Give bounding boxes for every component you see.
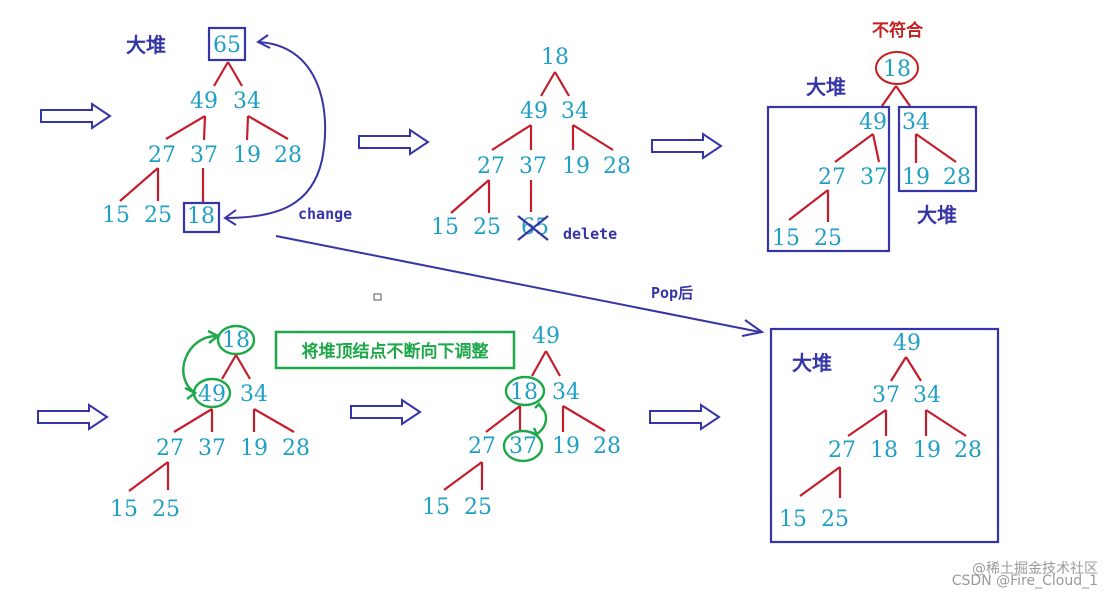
t4-node-6: 28 (282, 436, 310, 461)
hollow-arrow-4 (37, 403, 109, 431)
t1-node-0: 65 (213, 33, 241, 58)
t2-node-4: 37 (519, 154, 547, 179)
hollow-arrow-3 (651, 132, 723, 160)
t3-node-8: 25 (814, 226, 842, 251)
t3-node-7: 15 (772, 226, 800, 251)
t5-node-1: 18 (510, 380, 538, 405)
watermark-juejin: @稀土掘金技术社区 (972, 561, 1098, 577)
t6-node-0: 49 (893, 331, 921, 356)
tree-5: 49 18 34 27 37 19 28 15 25 (422, 324, 621, 520)
t1-node-4: 37 (190, 143, 218, 168)
last-node-highlight-box (182, 201, 221, 234)
t3-node-2: 34 (902, 110, 930, 135)
delete-cross-icon (517, 215, 549, 241)
delete-label: delete (563, 225, 617, 243)
hollow-arrow-5 (350, 398, 422, 426)
t5-node-4: 37 (509, 434, 537, 459)
t3-node-1: 49 (859, 110, 887, 135)
big-heap-label-3: 大堆 (917, 203, 957, 227)
tree-4: 18 49 34 27 37 19 28 15 25 将堆顶结点不断向下调整 (110, 324, 516, 522)
sift-down-note-box (274, 330, 516, 370)
change-label: change (298, 205, 352, 223)
hollow-arrow-2 (358, 128, 430, 156)
t1-node-5: 19 (233, 143, 261, 168)
t2-node-1: 49 (520, 99, 548, 124)
t2-node-0: 18 (541, 45, 569, 70)
t6-node-5: 19 (913, 438, 941, 463)
t6-node-7: 15 (779, 507, 807, 532)
t1-node-9: 18 (187, 204, 215, 229)
t5-node-8: 25 (464, 495, 492, 520)
right-subheap-box (897, 105, 978, 193)
sift-down-note: 将堆顶结点不断向下调整 (302, 341, 489, 362)
tree-6: 大堆 49 37 34 27 18 19 28 15 25 (769, 327, 1000, 544)
t1-node-6: 28 (274, 143, 302, 168)
node-green-circle-1 (504, 375, 546, 407)
t1-node-1: 49 (190, 89, 218, 114)
t6-node-3: 27 (828, 438, 856, 463)
root-green-circle (216, 324, 256, 356)
big-heap-label-4: 大堆 (792, 351, 832, 375)
swap-green-curve (182, 334, 218, 393)
t3-node-4: 37 (860, 165, 888, 190)
t2-node-6: 28 (603, 154, 631, 179)
t3-node-6: 28 (943, 165, 971, 190)
t1-node-3: 27 (148, 143, 176, 168)
result-heap-box (769, 327, 1000, 544)
big-heap-label-1: 大堆 (126, 33, 166, 57)
hollow-arrow-1 (40, 102, 112, 130)
t5-node-7: 15 (422, 495, 450, 520)
tree-2: 18 49 34 27 37 19 28 15 25 65 delete (431, 45, 631, 243)
t4-node-0: 18 (222, 328, 250, 353)
t4-node-3: 27 (156, 436, 184, 461)
swap-arrowhead-bottom (223, 209, 237, 226)
t4-node-2: 34 (240, 382, 268, 407)
t2-node-2: 34 (561, 99, 589, 124)
pop-arrow: Pop后 (275, 235, 765, 337)
t5-node-0: 49 (532, 324, 560, 349)
tree-1: 大堆 65 49 34 27 37 19 28 15 25 18 change (102, 26, 352, 234)
t5-node-5: 19 (552, 434, 580, 459)
t2-node-7: 15 (431, 215, 459, 240)
t2-node-3: 27 (477, 154, 505, 179)
t4-node-7: 15 (110, 497, 138, 522)
t5-node-3: 27 (468, 434, 496, 459)
t3-node-3: 27 (818, 165, 846, 190)
t3-node-0: 18 (883, 57, 911, 82)
t5-node-6: 28 (593, 434, 621, 459)
t1-node-2: 34 (233, 89, 261, 114)
t4-node-1: 49 (198, 382, 226, 407)
hollow-arrow-6 (649, 403, 721, 431)
t4-node-4: 37 (198, 436, 226, 461)
root-highlight-box (207, 26, 247, 62)
left-subheap-box (766, 105, 891, 253)
t6-node-1: 37 (872, 383, 900, 408)
root-mismatch-circle (875, 51, 919, 85)
t6-node-8: 25 (821, 507, 849, 532)
tree-3: 不符合 大堆 18 49 34 27 37 19 28 15 25 大堆 (766, 20, 978, 253)
swap-curve (224, 41, 327, 219)
t6-node-6: 28 (954, 438, 982, 463)
small-marker (373, 293, 382, 301)
not-match-label: 不符合 (872, 20, 924, 41)
watermark-csdn: CSDN @Fire_Cloud_1 (952, 573, 1098, 589)
big-heap-label-2: 大堆 (806, 75, 846, 99)
pop-after-label: Pop后 (651, 284, 693, 302)
t6-node-4: 18 (870, 438, 898, 463)
t4-node-5: 19 (240, 436, 268, 461)
t1-node-8: 25 (144, 203, 172, 228)
swap-arrowhead-top (256, 34, 271, 49)
t5-node-2: 34 (552, 380, 580, 405)
t2-node-8: 25 (473, 215, 501, 240)
node-green-circle-2 (502, 429, 544, 463)
t2-node-5: 19 (562, 154, 590, 179)
t3-node-5: 19 (902, 165, 930, 190)
t6-node-2: 34 (913, 383, 941, 408)
t4-node-8: 25 (152, 497, 180, 522)
t1-node-7: 15 (102, 203, 130, 228)
